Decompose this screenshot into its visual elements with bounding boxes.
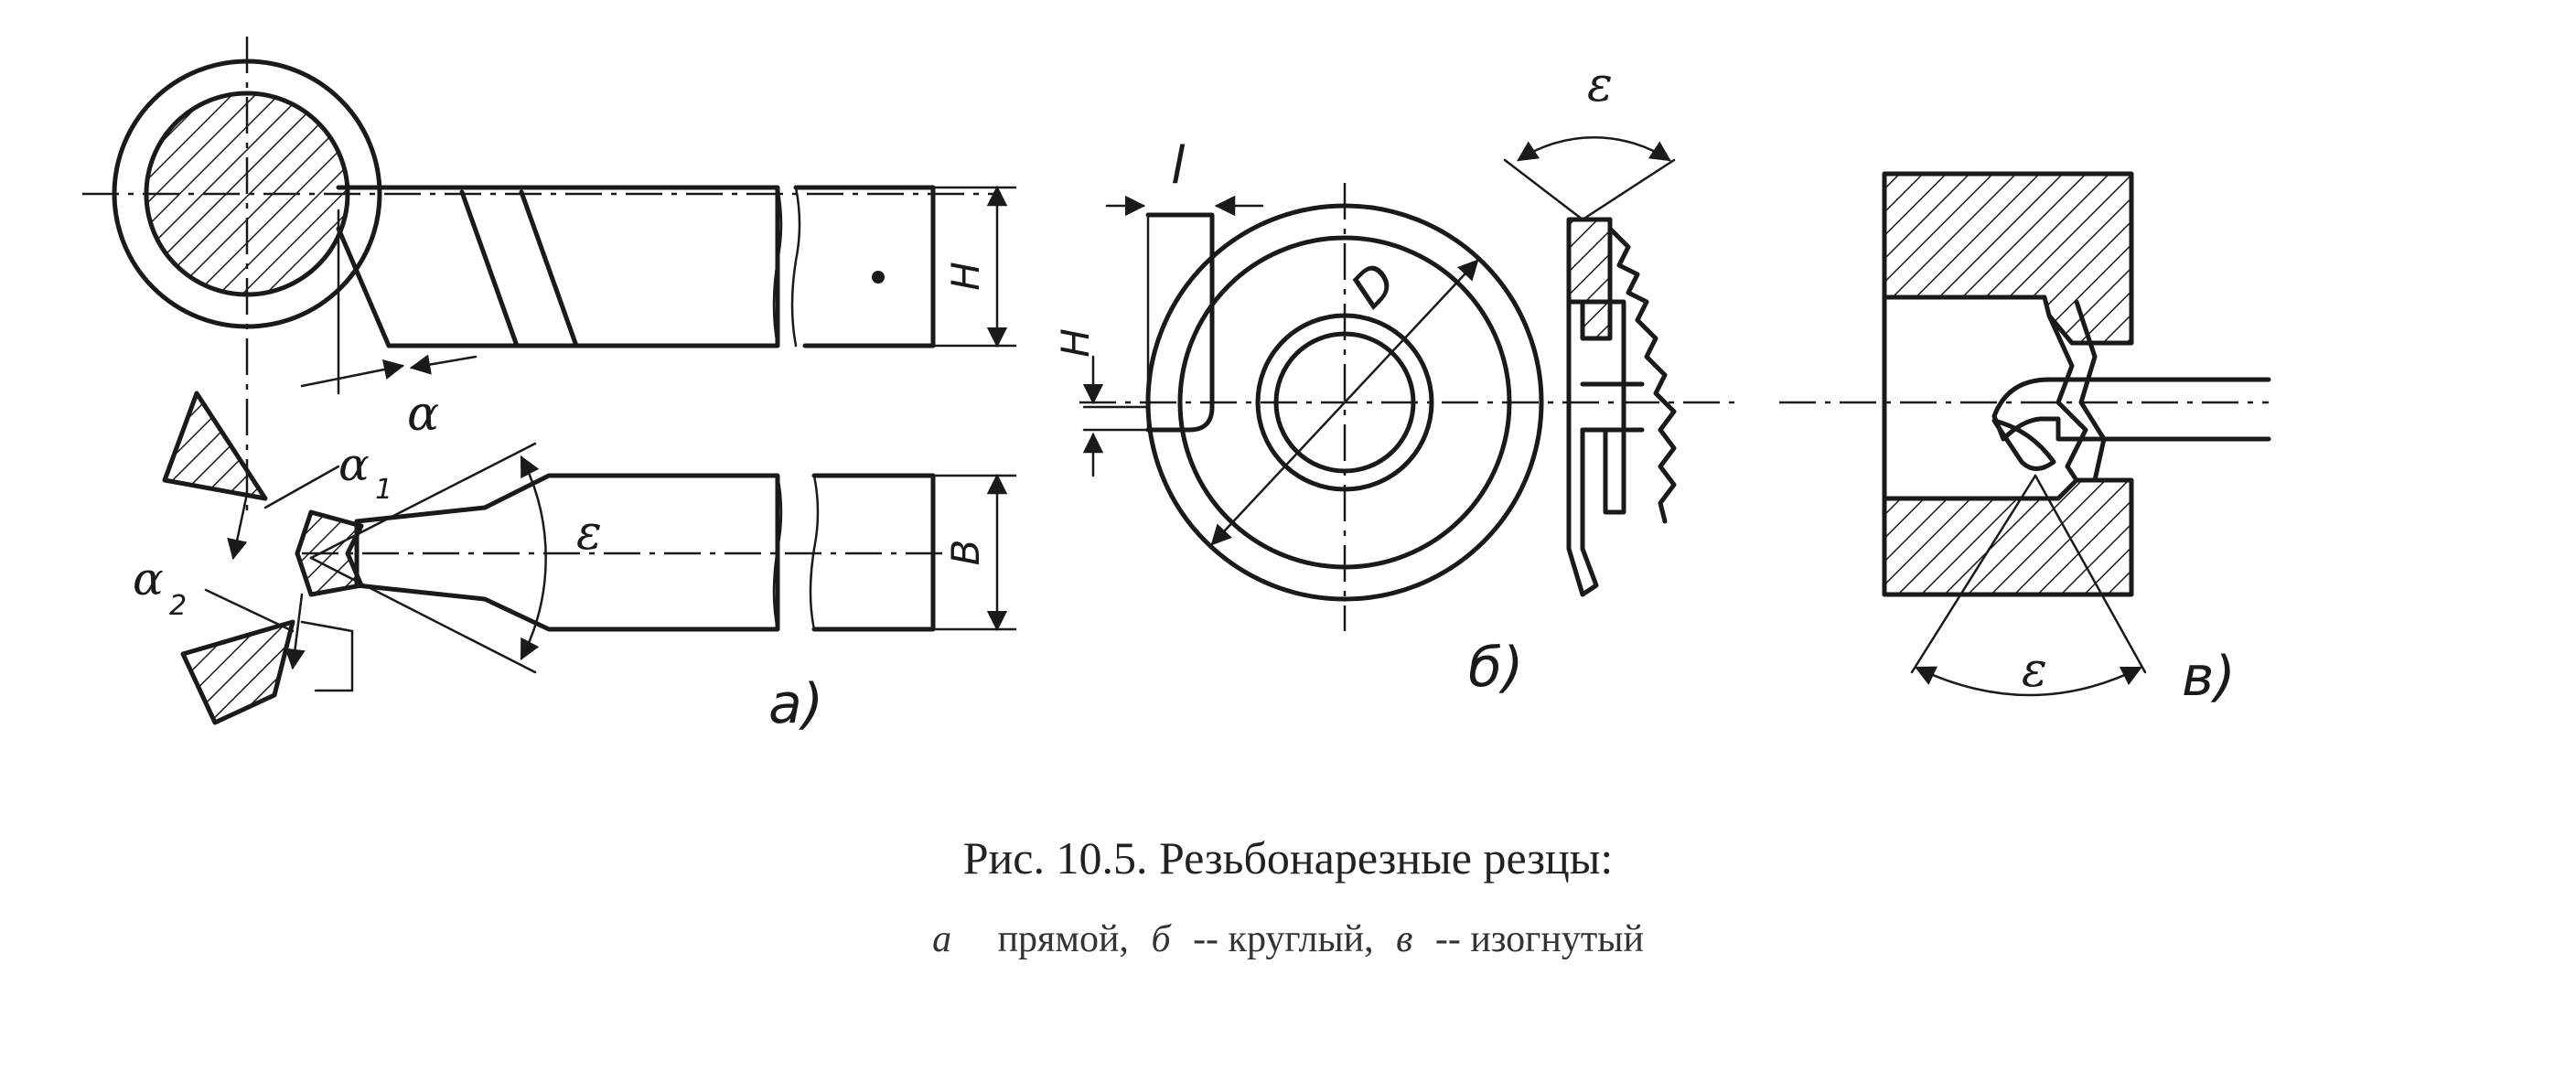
caption-key-b: б: [1151, 918, 1172, 960]
label-alpha1: α: [338, 438, 370, 491]
bent-tool-tip: [1991, 418, 2056, 471]
tool-shank-front-view: [354, 473, 780, 632]
thread-teeth-b: [1607, 226, 1677, 524]
tool-shank-end-top: [793, 185, 936, 348]
label-alpha2: α: [133, 552, 164, 605]
figure-caption-subtitle: а прямой, б -- круглый, в -- изогнутый: [932, 918, 1644, 960]
panel-a-straight-tool: H α B ε α 1 α 2 а): [82, 37, 1017, 736]
bent-tool-shank: [1991, 377, 2271, 442]
arc-epsilon-c: [1914, 666, 2143, 697]
figure-caption-title: Рис. 10.5. Резьбонарезные резцы:: [963, 832, 1614, 884]
label-alpha1-sub: 1: [375, 474, 392, 506]
marker-dot: [872, 271, 885, 284]
caption-text-b: -- круглый,: [1193, 918, 1374, 960]
shank-edge-line-2: [519, 189, 579, 348]
label-epsilon-c: ε: [2022, 643, 2047, 698]
shank-edge-line-1: [459, 189, 520, 348]
label-alpha: α: [407, 387, 439, 442]
arc-epsilon-b: [1517, 136, 1671, 162]
label-H-b: H: [1053, 328, 1098, 358]
thread-flank-lower: [180, 619, 295, 725]
panel-b-circular-tool: l H D ε б): [1053, 58, 1738, 700]
label-alpha2-sub: 2: [169, 590, 187, 622]
label-H-a: H: [943, 262, 988, 291]
panel-label-b: б): [1468, 636, 1523, 700]
side-section-hatched-top: [1566, 217, 1613, 341]
caption-text-a: прямой,: [998, 918, 1129, 960]
tool-shank-top-view: [336, 185, 780, 348]
caption-key-a: а: [932, 918, 951, 960]
label-epsilon-b: ε: [1587, 58, 1613, 112]
label-epsilon-a: ε: [576, 506, 602, 561]
dim-D-b: [1210, 259, 1479, 546]
tool-tip-profile: [295, 509, 364, 597]
thread-flank-upper: [162, 391, 268, 501]
panel-label-c: в): [2182, 645, 2236, 709]
break-lines-front: [772, 474, 820, 631]
workpiece-upper-section: [1882, 171, 2134, 346]
break-lines-top: [772, 186, 801, 348]
caption-key-c: в: [1396, 918, 1412, 960]
label-D-b: D: [1340, 252, 1408, 319]
caption-text-c: -- изогнутый: [1435, 918, 1644, 960]
side-section-body: [1566, 299, 1626, 597]
label-l-b: l: [1171, 136, 1186, 196]
workpiece-lower-section: [1882, 477, 2134, 597]
panel-label-a: а): [768, 672, 823, 736]
label-B-a: B: [943, 540, 988, 566]
arc-epsilon-a: [520, 455, 547, 661]
panel-c-bent-tool: ε в): [1779, 171, 2271, 709]
